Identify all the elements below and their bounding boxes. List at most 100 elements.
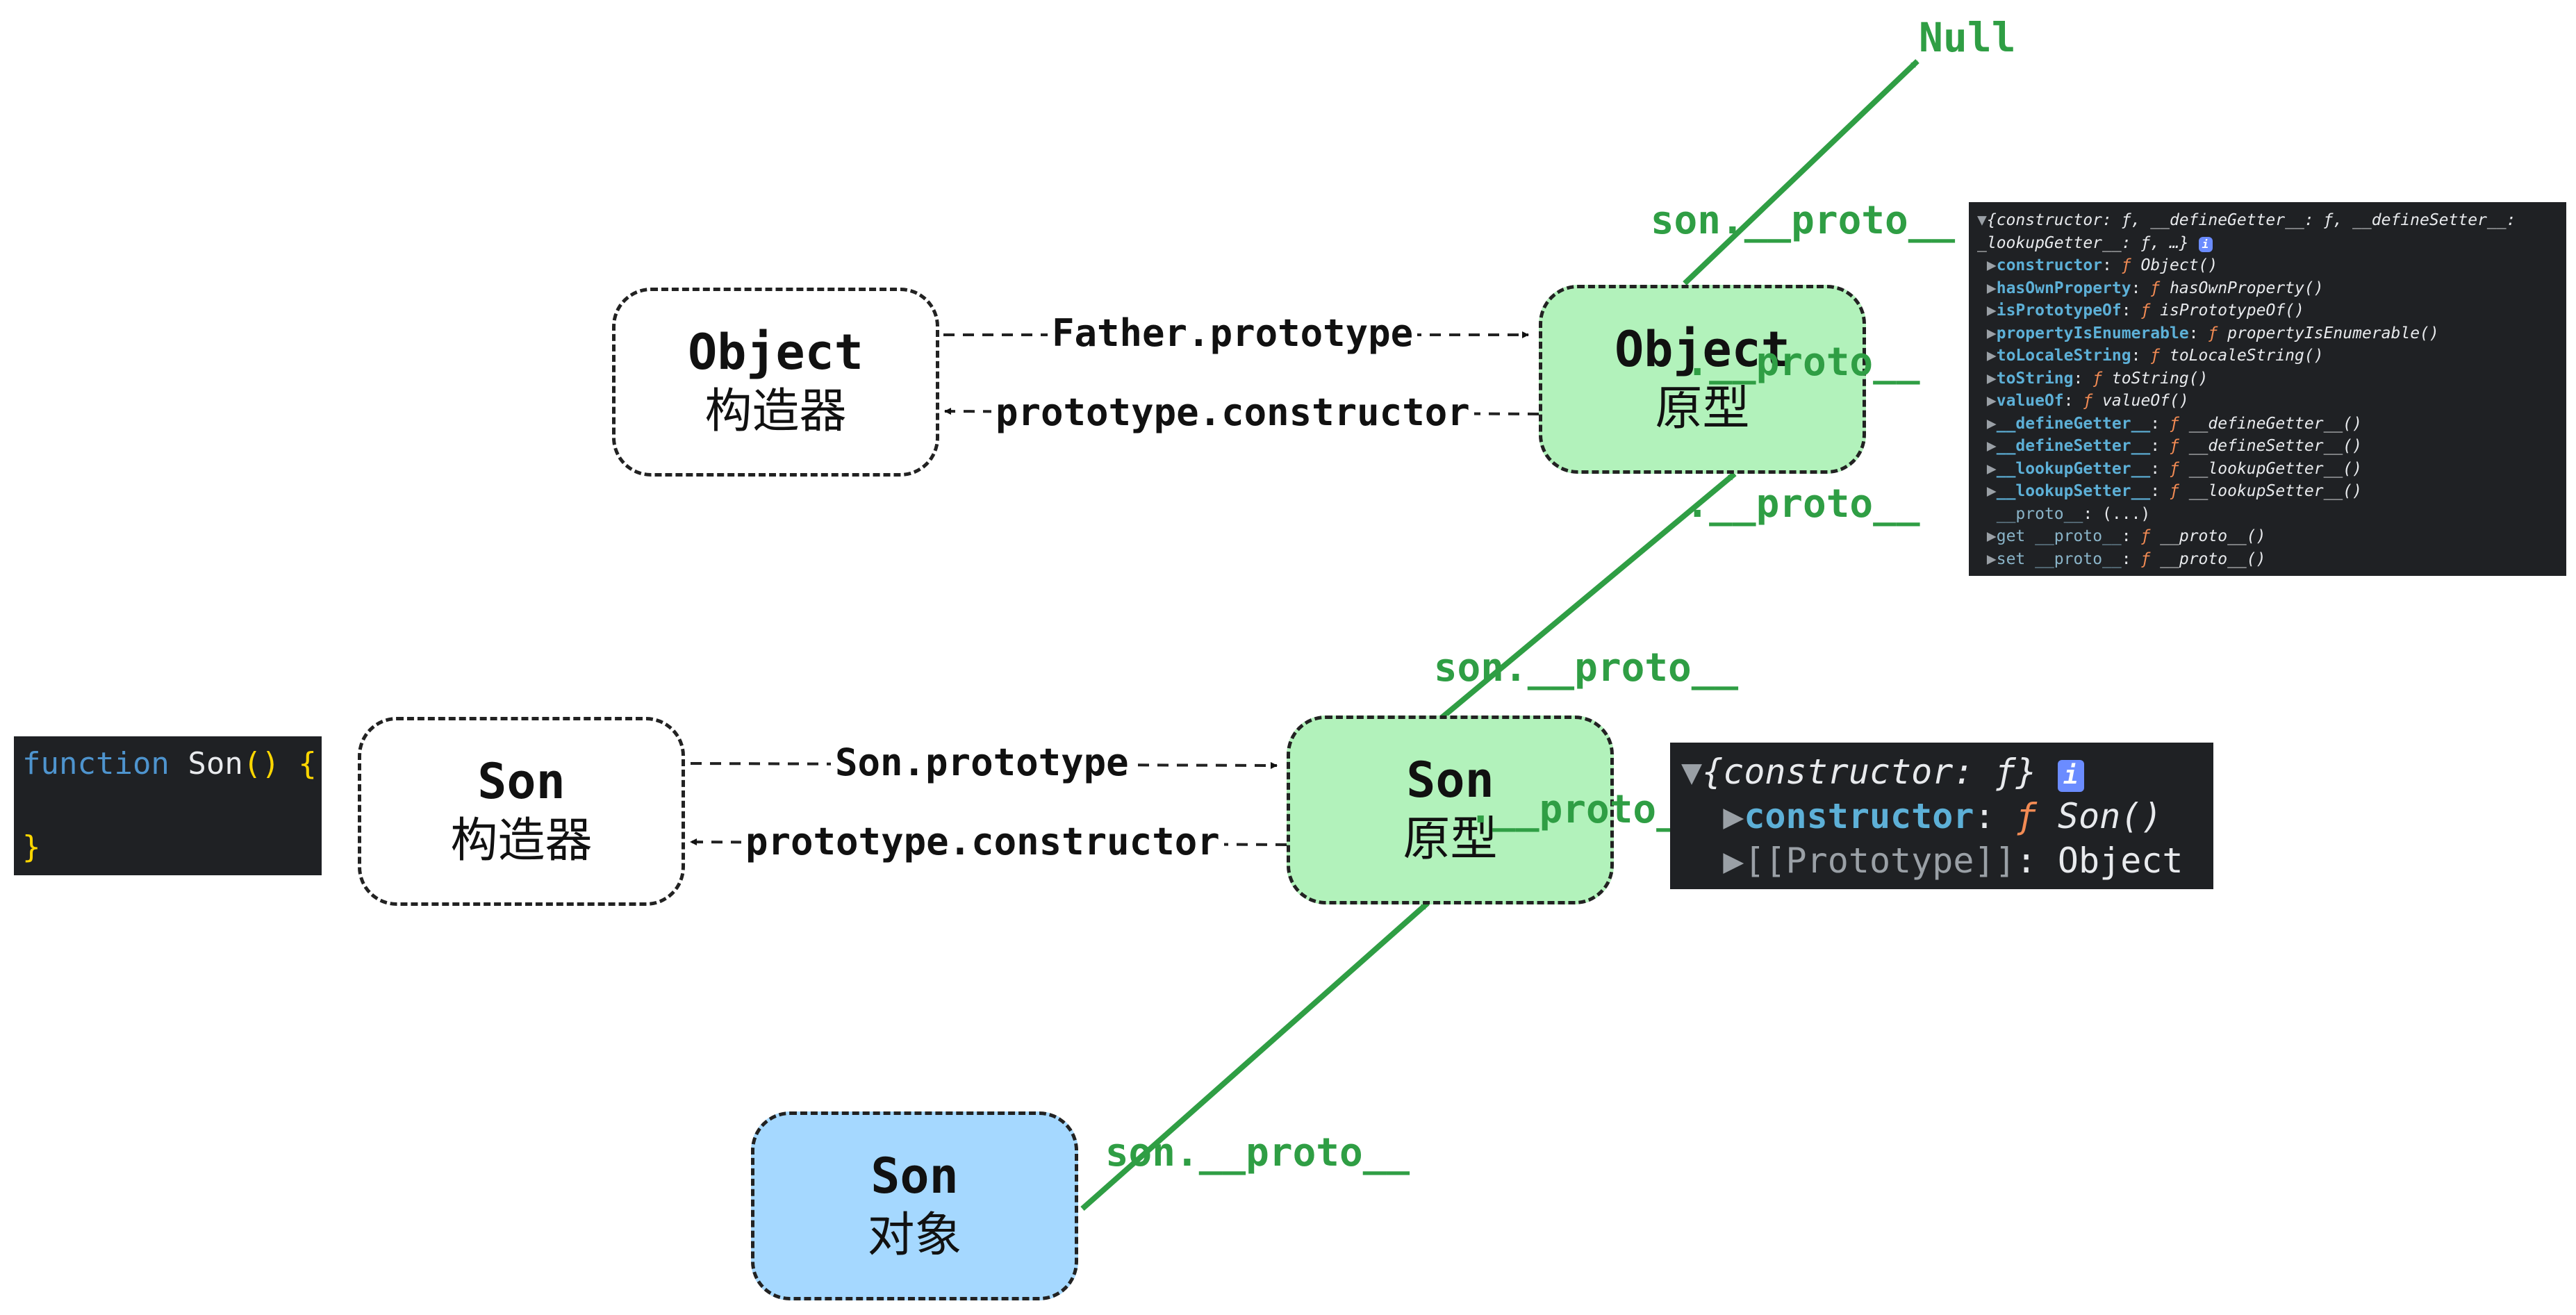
code-parens: () bbox=[242, 746, 280, 781]
expand-triangle-icon[interactable]: ▶ bbox=[1986, 437, 1997, 455]
function-icon: ƒ bbox=[2169, 414, 2179, 433]
console-header-row[interactable]: ▼{constructor: ƒ} i bbox=[1681, 750, 2202, 794]
label-line: .__proto__ bbox=[1685, 481, 1920, 527]
console-row[interactable]: ▶set __proto__: ƒ __proto__() bbox=[1977, 548, 2558, 571]
node-son-object: Son 对象 bbox=[751, 1111, 1078, 1300]
function-icon: ƒ bbox=[2150, 347, 2161, 365]
console-row[interactable]: ▶toString: ƒ toString() bbox=[1977, 367, 2558, 390]
expand-triangle-icon[interactable]: ▶ bbox=[1986, 324, 1997, 342]
console-key: toLocaleString bbox=[1996, 347, 2131, 365]
expand-triangle-icon[interactable]: ▶ bbox=[1723, 841, 1744, 881]
info-icon[interactable]: i bbox=[2198, 236, 2213, 252]
son-prototype-console: ▼{constructor: ƒ} i ▶constructor: ƒ Son(… bbox=[1670, 743, 2213, 889]
expand-triangle-icon[interactable]: ▶ bbox=[1986, 414, 1997, 433]
node-title: Son bbox=[477, 753, 565, 810]
node-subtitle: 构造器 bbox=[704, 384, 847, 439]
expand-triangle-icon[interactable]: ▶ bbox=[1723, 796, 1744, 836]
console-header: _lookupGetter__: ƒ, …} bbox=[1977, 233, 2189, 252]
node-title: Object bbox=[688, 324, 864, 381]
expand-triangle-icon[interactable]: ▶ bbox=[1986, 279, 1997, 297]
function-icon: ƒ bbox=[2169, 437, 2179, 455]
expand-triangle-icon[interactable]: ▶ bbox=[1986, 301, 1997, 320]
expand-triangle-icon[interactable]: ▶ bbox=[1986, 256, 1997, 274]
console-key: __defineSetter__ bbox=[1996, 437, 2151, 455]
console-rows: ▶constructor: ƒ Object() ▶hasOwnProperty… bbox=[1977, 254, 2558, 570]
node-subtitle: 构造器 bbox=[450, 813, 593, 868]
label-proto-1: son.__proto__ bbox=[1105, 1035, 1410, 1224]
node-son-prototype: Son 原型 bbox=[1287, 716, 1614, 904]
console-row[interactable]: __proto__: (...) bbox=[1977, 503, 2558, 526]
console-row[interactable]: ▶__lookupSetter__: ƒ __lookupSetter__() bbox=[1977, 480, 2558, 503]
info-icon[interactable]: i bbox=[2057, 760, 2084, 792]
console-row[interactable]: ▶__lookupGetter__: ƒ __lookupGetter__() bbox=[1977, 458, 2558, 481]
collapse-triangle-icon[interactable]: ▼ bbox=[1977, 211, 1987, 229]
console-sep: : bbox=[2073, 369, 2093, 388]
console-row[interactable]: ▶constructor: ƒ Son() bbox=[1681, 794, 2202, 838]
code-close-brace: } bbox=[22, 829, 41, 865]
label-object-prototype-constructor: prototype.constructor bbox=[991, 390, 1474, 434]
console-row[interactable]: ▶propertyIsEnumerable: ƒ propertyIsEnume… bbox=[1977, 322, 2558, 345]
node-subtitle: 原型 bbox=[1403, 812, 1498, 867]
console-sep: : bbox=[1974, 796, 1995, 836]
code-open-brace: { bbox=[298, 746, 317, 781]
code-line-3: } bbox=[22, 827, 313, 868]
console-header-row-2: _lookupGetter__: ƒ, …} i bbox=[1977, 232, 2558, 255]
label-father-prototype: Father.prototype bbox=[1048, 311, 1418, 355]
label-null: Null bbox=[1919, 14, 2016, 61]
console-key: __defineGetter__ bbox=[1996, 414, 2151, 433]
code-line-1: function Son() { bbox=[22, 743, 317, 785]
console-row[interactable]: ▶hasOwnProperty: ƒ hasOwnProperty() bbox=[1977, 277, 2558, 300]
label-line: son.__proto__ bbox=[1650, 198, 1956, 243]
code-line-2 bbox=[22, 785, 313, 827]
console-sep: : bbox=[2102, 256, 2122, 274]
function-icon: ƒ bbox=[2208, 324, 2218, 342]
label-line: son.__proto__ bbox=[1433, 645, 1739, 690]
console-row[interactable]: ▶__defineGetter__: ƒ __defineGetter__() bbox=[1977, 413, 2558, 436]
console-header-row[interactable]: ▼{constructor: ƒ, __defineGetter__: ƒ, _… bbox=[1977, 209, 2558, 232]
console-row[interactable]: ▶__defineSetter__: ƒ __defineSetter__() bbox=[1977, 435, 2558, 458]
console-key: constructor bbox=[1996, 256, 2103, 274]
console-row[interactable]: ▶valueOf: ƒ valueOf() bbox=[1977, 390, 2558, 413]
code-keyword: function bbox=[22, 746, 170, 781]
console-row[interactable]: ▶[[Prototype]]: Object bbox=[1681, 838, 2202, 883]
label-line: son.__proto__ bbox=[1105, 1130, 1410, 1175]
expand-triangle-icon[interactable]: ▶ bbox=[1986, 482, 1997, 500]
node-title: Object bbox=[1615, 321, 1790, 378]
console-key: [[Prototype]] bbox=[1744, 841, 2016, 881]
collapse-triangle-icon[interactable]: ▼ bbox=[1681, 752, 1703, 792]
expand-triangle-icon[interactable]: ▶ bbox=[1986, 459, 1997, 478]
console-sep: : bbox=[2121, 549, 2141, 568]
console-row[interactable]: ▶isPrototypeOf: ƒ isPrototypeOf() bbox=[1977, 299, 2558, 322]
expand-triangle-icon[interactable]: ▶ bbox=[1986, 347, 1997, 365]
console-row[interactable]: ▶constructor: ƒ Object() bbox=[1977, 254, 2558, 277]
console-sep: : bbox=[2150, 414, 2170, 433]
console-key: __lookupGetter__ bbox=[1996, 459, 2151, 478]
expand-triangle-icon[interactable]: ▶ bbox=[1986, 527, 1997, 545]
console-value: __defineSetter__() bbox=[2188, 437, 2362, 455]
expand-triangle-icon[interactable]: ▶ bbox=[1986, 392, 1997, 410]
node-title: Son bbox=[1406, 752, 1494, 809]
console-header: {constructor: ƒ, __defineGetter__: ƒ, __… bbox=[1986, 211, 2516, 229]
function-icon: ƒ bbox=[2121, 256, 2131, 274]
console-value: __lookupSetter__() bbox=[2188, 482, 2362, 500]
expand-triangle-icon[interactable]: ▶ bbox=[1986, 369, 1997, 388]
console-sep: : bbox=[2150, 482, 2170, 500]
node-object-constructor: Object 构造器 bbox=[612, 288, 939, 477]
console-key: get __proto__ bbox=[1996, 527, 2122, 545]
console-value: propertyIsEnumerable() bbox=[2227, 324, 2439, 342]
node-subtitle: 原型 bbox=[1655, 381, 1750, 436]
console-key: toString bbox=[1996, 369, 2074, 388]
code-snippet-panel: function Son() { } bbox=[14, 736, 322, 875]
console-header: {constructor: ƒ} bbox=[1702, 752, 2037, 792]
spacer bbox=[1987, 505, 1997, 523]
console-sep: : bbox=[2150, 437, 2170, 455]
console-row[interactable]: ▶get __proto__: ƒ __proto__() bbox=[1977, 525, 2558, 548]
console-value: Object bbox=[2057, 841, 2183, 881]
expand-triangle-icon[interactable]: ▶ bbox=[1986, 549, 1997, 568]
function-icon: ƒ bbox=[2092, 369, 2103, 388]
console-key: propertyIsEnumerable bbox=[1996, 324, 2189, 342]
console-row[interactable]: ▶toLocaleString: ƒ toLocaleString() bbox=[1977, 345, 2558, 367]
console-value: toLocaleString() bbox=[2170, 347, 2324, 365]
console-value: Son() bbox=[2057, 796, 2163, 836]
function-icon: ƒ bbox=[2140, 549, 2151, 568]
